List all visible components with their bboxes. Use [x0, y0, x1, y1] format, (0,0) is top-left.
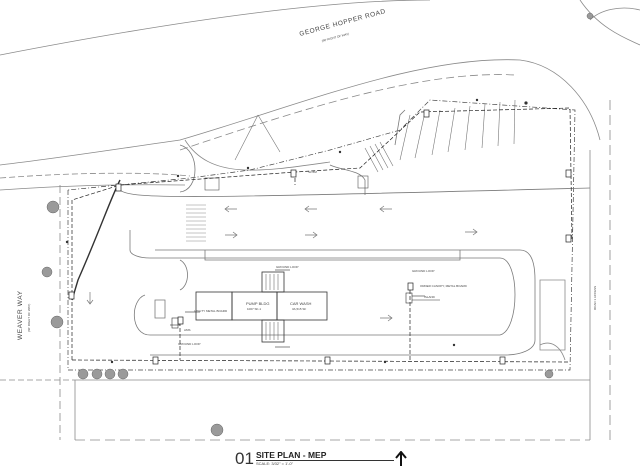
ams-label: AMS [184, 328, 191, 332]
order-canopy-label: ORDER CANOPY, METAL BOARD [420, 284, 468, 288]
car-wash-sublabel: 3A,515 SF [292, 307, 306, 311]
road-left-sublabel: (60' RIGHT OF WAY) [27, 304, 31, 332]
trees [41, 12, 594, 437]
north-arrow-icon [395, 451, 407, 466]
light-poles [68, 109, 572, 365]
utility-panel-label: UTILITY METAL BOARD [194, 309, 228, 313]
ground-loop-label-b: GROUND LOOP [178, 342, 201, 346]
small-fixtures [65, 98, 528, 364]
road-left-label: WEAVER WAY [17, 290, 24, 340]
car-wash-label: CAR WASH [290, 301, 312, 306]
george-hopper-road [0, 0, 640, 191]
site-curbs [119, 109, 591, 356]
ground-loop-label-a: GROUND LOOP [412, 269, 435, 273]
pump-building-sublabel: 1007 SF-1 [247, 307, 261, 311]
dumpster [357, 175, 369, 189]
building-group [195, 271, 328, 343]
pump-building [231, 291, 278, 321]
road-top-sublabel: (90' RIGHT OF WAY) [321, 32, 349, 43]
pump-building-label: PUMP BLDG [246, 301, 270, 306]
title-underline [256, 460, 394, 461]
crosswalk-top [364, 141, 394, 173]
ground-loop-label-c: GROUND LOOP [276, 265, 299, 269]
road-right-sublabel: ROAD 1 ACCESS [593, 286, 597, 310]
equipment-callouts [170, 269, 440, 348]
building-hatch [265, 274, 279, 340]
view-lines [234, 114, 281, 161]
drawing-title: SITE PLAN - MEP [256, 450, 327, 460]
title-block: 01 SITE PLAN - MEP SCALE: 3/32" = 1'-0" [232, 447, 402, 468]
drawing-number: 01 [235, 449, 254, 468]
entry-pad [204, 177, 220, 191]
weaver-way-road [0, 185, 76, 440]
island-label: ISLAND [424, 295, 436, 299]
crosswalk-left [186, 204, 206, 242]
feeder-line [71, 179, 121, 301]
right-road [539, 100, 611, 440]
drawing-scale: SCALE: 3/32" = 1'-0" [256, 461, 294, 466]
traffic-arrows [86, 205, 478, 322]
electrical-conduit [71, 107, 573, 363]
pole-label: SL-6M [308, 170, 317, 174]
bottom-road [75, 379, 590, 441]
car-wash-building [276, 291, 328, 321]
parking-stripes [399, 99, 516, 161]
property-boundary [67, 99, 576, 371]
